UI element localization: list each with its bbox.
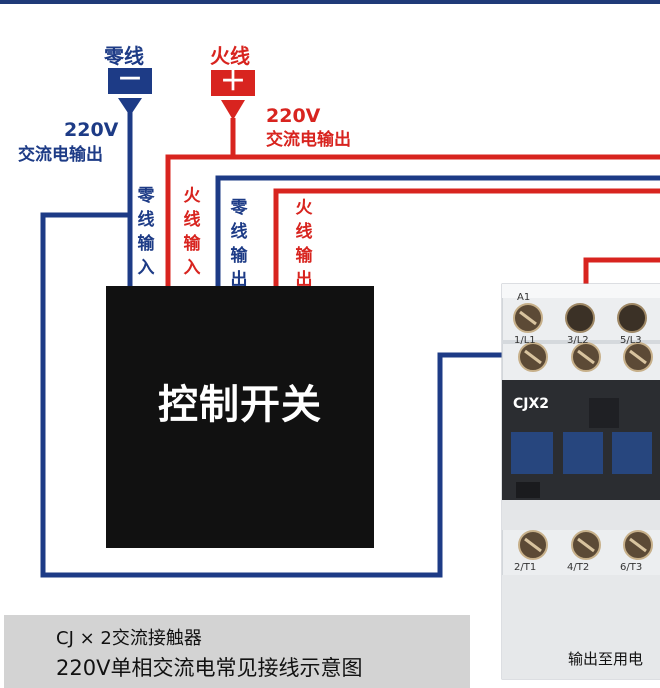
terminal-4-label: 4/T2 [567, 562, 590, 573]
live-out-wire [273, 188, 660, 290]
caption-subtitle: 220V单相交流电常见接线示意图 [56, 656, 363, 680]
terminal-5-label: 5/L3 [620, 335, 642, 346]
right-ac-voltage: 220V [266, 105, 321, 127]
contactor-model: CJX2 [513, 396, 550, 412]
live-arrow-icon [221, 100, 245, 120]
caption-title: CJ × 2交流接触器 [56, 628, 202, 649]
terminal-6-label: 6/T3 [620, 562, 643, 573]
live-out-label: 火线输出 [295, 198, 313, 290]
left-ac-voltage: 220V [64, 119, 119, 141]
neutral-out-label: 零线输出 [230, 198, 248, 290]
neutral-arrow-icon [118, 98, 142, 116]
top-border [0, 0, 660, 4]
right-ac-text: 交流电输出 [266, 130, 351, 150]
contactor-body [501, 283, 660, 680]
terminal-2-label: 2/T1 [514, 562, 537, 573]
left-ac-text: 交流电输出 [18, 145, 103, 165]
terminal-3-label: 3/L2 [567, 335, 589, 346]
minus-icon: － [108, 67, 152, 94]
neutral-branch-wire [40, 212, 533, 578]
control-switch-box [106, 286, 374, 548]
caption-box [4, 615, 470, 688]
neutral-in-label: 零线输入 [137, 186, 155, 278]
output-note: 输出至用电 [568, 650, 644, 668]
live-in-label: 火线输入 [183, 186, 201, 278]
terminal-a1-label: A1 [517, 292, 531, 303]
live-in-wire [165, 154, 660, 290]
neutral-out-wire [215, 175, 660, 290]
plus-icon: ＋ [211, 69, 255, 96]
neutral-label: 零线 [104, 44, 144, 68]
control-switch-label: 控制开关 [158, 382, 322, 428]
live-label: 火线 [210, 44, 250, 68]
terminal-1-label: 1/L1 [514, 335, 536, 346]
